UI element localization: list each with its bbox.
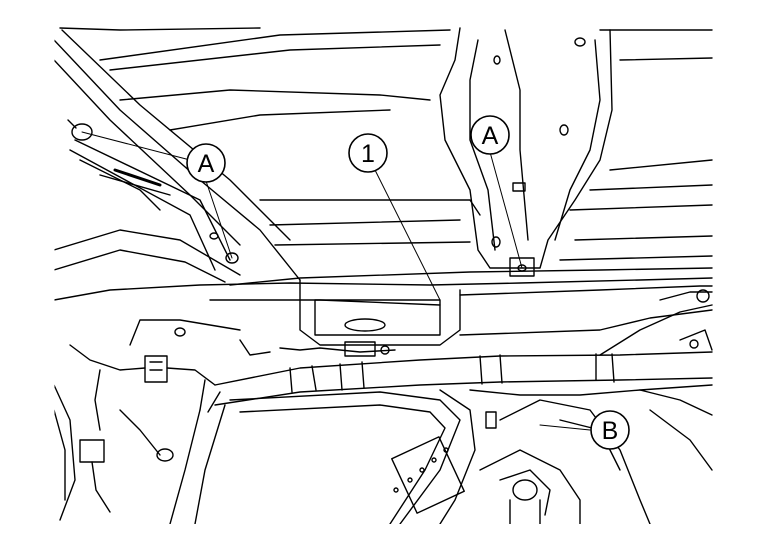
leader-lines bbox=[81, 131, 591, 431]
callout-b: B bbox=[590, 410, 630, 450]
wiring-harness bbox=[199, 304, 713, 413]
callout-a-right-label: A bbox=[482, 122, 499, 150]
left-roof-rail bbox=[54, 29, 301, 283]
callout-1-label: 1 bbox=[361, 140, 375, 168]
callout-a-left: A bbox=[186, 143, 226, 183]
callout-1: 1 bbox=[348, 133, 388, 173]
lower-right-bracket bbox=[469, 329, 713, 524]
callout-a-right: A bbox=[470, 115, 510, 155]
roof-panel bbox=[59, 27, 713, 261]
callout-b-label: B bbox=[602, 417, 619, 445]
left-connector-branch bbox=[54, 319, 396, 521]
cross-member bbox=[54, 267, 713, 346]
upper-bracket bbox=[439, 27, 613, 277]
lower-door-frame bbox=[169, 389, 497, 524]
callout-a-left-label: A bbox=[198, 150, 215, 178]
